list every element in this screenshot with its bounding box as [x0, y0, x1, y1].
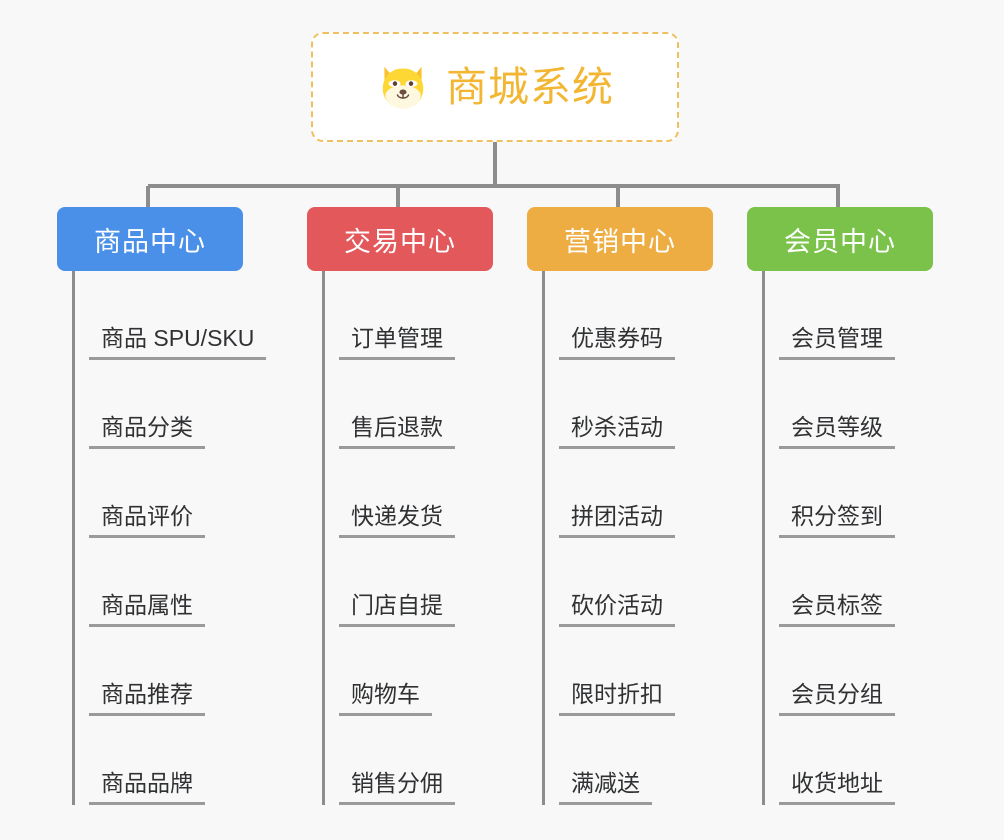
leaf-node[interactable]: 满减送 [527, 716, 713, 805]
branch-header-member-center[interactable]: 会员中心 [747, 207, 933, 271]
leaf-list-trade-center: 订单管理售后退款快递发货门店自提购物车销售分佣 [307, 271, 493, 805]
leaf-list-member-center: 会员管理会员等级积分签到会员标签会员分组收货地址 [747, 271, 933, 805]
leaf-list-marketing-center: 优惠券码秒杀活动拼团活动砍价活动限时折扣满减送 [527, 271, 713, 805]
leaf-node[interactable]: 门店自提 [307, 538, 493, 627]
leaf-label: 商品属性 [89, 592, 205, 627]
branch-header-product-center[interactable]: 商品中心 [57, 207, 243, 271]
leaf-node[interactable]: 收货地址 [747, 716, 933, 805]
branch-spine-product-center [72, 271, 75, 805]
root-title: 商城系统 [446, 63, 614, 110]
leaf-label: 商品推荐 [89, 681, 205, 716]
leaf-label: 会员分组 [779, 681, 895, 716]
leaf-label: 拼团活动 [559, 503, 675, 538]
leaf-label: 会员标签 [779, 592, 895, 627]
leaf-node[interactable]: 会员管理 [747, 271, 933, 360]
connector-branch-trade-center [396, 186, 400, 207]
leaf-node[interactable]: 快递发货 [307, 449, 493, 538]
leaf-node[interactable]: 会员等级 [747, 360, 933, 449]
leaf-node[interactable]: 商品分类 [57, 360, 243, 449]
connector-branch-member-center [836, 186, 840, 207]
leaf-label: 秒杀活动 [559, 414, 675, 449]
leaf-node[interactable]: 商品属性 [57, 538, 243, 627]
branch-column-product-center: 商品中心商品 SPU/SKU 商品分类商品评价商品属性商品推荐商品品牌 [57, 207, 267, 805]
branch-spine-member-center [762, 271, 765, 805]
leaf-label: 限时折扣 [559, 681, 675, 716]
leaf-label: 购物车 [339, 681, 432, 716]
leaf-label: 商品品牌 [89, 770, 205, 805]
branch-header-label: 会员中心 [784, 226, 896, 257]
leaf-label: 商品分类 [89, 414, 205, 449]
branch-spine-marketing-center [542, 271, 545, 805]
leaf-node[interactable]: 商品品牌 [57, 716, 243, 805]
root-node[interactable]: 商城系统 [311, 32, 679, 142]
branch-column-member-center: 会员中心会员管理会员等级积分签到会员标签会员分组收货地址 [747, 207, 933, 805]
leaf-label: 快递发货 [339, 503, 455, 538]
leaf-node[interactable]: 购物车 [307, 627, 493, 716]
leaf-node[interactable]: 商品 SPU/SKU [57, 271, 267, 360]
branch-column-marketing-center: 营销中心优惠券码秒杀活动拼团活动砍价活动限时折扣满减送 [527, 207, 713, 805]
leaf-node[interactable]: 销售分佣 [307, 716, 493, 805]
leaf-label: 会员等级 [779, 414, 895, 449]
connector-branch-product-center [146, 186, 150, 207]
connector-root-stem [493, 142, 497, 186]
leaf-list-product-center: 商品 SPU/SKU 商品分类商品评价商品属性商品推荐商品品牌 [57, 271, 267, 805]
leaf-label: 订单管理 [339, 325, 455, 360]
leaf-label: 门店自提 [339, 592, 455, 627]
leaf-label: 收货地址 [779, 770, 895, 805]
leaf-node[interactable]: 售后退款 [307, 360, 493, 449]
leaf-node[interactable]: 秒杀活动 [527, 360, 713, 449]
branch-spine-trade-center [322, 271, 325, 805]
leaf-node[interactable]: 商品推荐 [57, 627, 243, 716]
shiba-dog-face-icon [382, 66, 424, 109]
leaf-node[interactable]: 积分签到 [747, 449, 933, 538]
branch-header-label: 交易中心 [344, 226, 456, 257]
leaf-label: 满减送 [559, 770, 652, 805]
leaf-node[interactable]: 优惠券码 [527, 271, 713, 360]
leaf-node[interactable]: 商品评价 [57, 449, 243, 538]
leaf-label: 商品评价 [89, 503, 205, 538]
leaf-label: 积分签到 [779, 503, 895, 538]
connector-branch-marketing-center [616, 186, 620, 207]
branch-header-marketing-center[interactable]: 营销中心 [527, 207, 713, 271]
leaf-node[interactable]: 会员分组 [747, 627, 933, 716]
branch-column-trade-center: 交易中心订单管理售后退款快递发货门店自提购物车销售分佣 [307, 207, 493, 805]
leaf-node[interactable]: 订单管理 [307, 271, 493, 360]
leaf-label: 优惠券码 [559, 325, 675, 360]
leaf-node[interactable]: 拼团活动 [527, 449, 713, 538]
branch-header-label: 营销中心 [564, 226, 676, 257]
leaf-label: 商品 SPU/SKU [89, 325, 267, 360]
leaf-label: 售后退款 [339, 414, 455, 449]
branch-header-trade-center[interactable]: 交易中心 [307, 207, 493, 271]
leaf-node[interactable]: 会员标签 [747, 538, 933, 627]
leaf-node[interactable]: 限时折扣 [527, 627, 713, 716]
connector-horizontal-bus [148, 184, 840, 188]
leaf-node[interactable]: 砍价活动 [527, 538, 713, 627]
leaf-label: 会员管理 [779, 325, 895, 360]
leaf-label: 砍价活动 [559, 592, 675, 627]
leaf-label: 销售分佣 [339, 770, 455, 805]
branch-header-label: 商品中心 [94, 226, 206, 257]
